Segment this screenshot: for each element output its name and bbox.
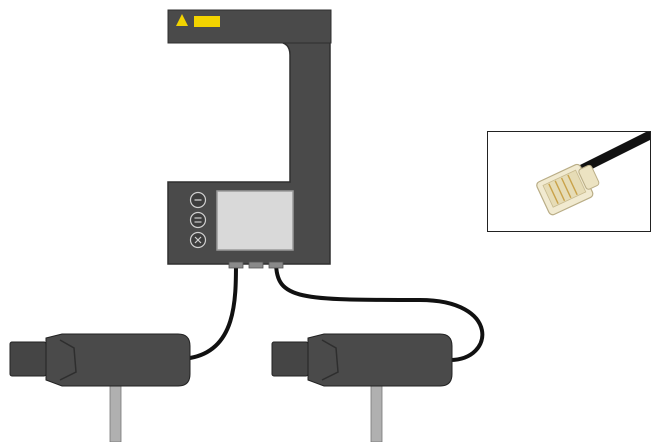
left-probe-tip bbox=[10, 342, 46, 376]
right-probe-body bbox=[308, 334, 452, 386]
connector-ports bbox=[229, 262, 283, 268]
meter-top-cap bbox=[168, 10, 331, 43]
right-probe-rod bbox=[371, 380, 382, 442]
left-probe-body bbox=[46, 334, 190, 386]
button-panel bbox=[191, 193, 206, 248]
warning-label-strip bbox=[194, 16, 220, 27]
left-probe-cable bbox=[190, 262, 236, 358]
right-probe bbox=[272, 334, 452, 442]
right-probe-tip bbox=[272, 342, 308, 376]
equals-button[interactable] bbox=[191, 213, 206, 228]
rj-connector-icon bbox=[488, 132, 651, 232]
meter-device bbox=[168, 10, 331, 268]
left-probe bbox=[10, 334, 190, 442]
meter-display bbox=[217, 191, 293, 250]
connector-inset-photo bbox=[487, 131, 651, 232]
left-probe-rod bbox=[110, 380, 121, 442]
